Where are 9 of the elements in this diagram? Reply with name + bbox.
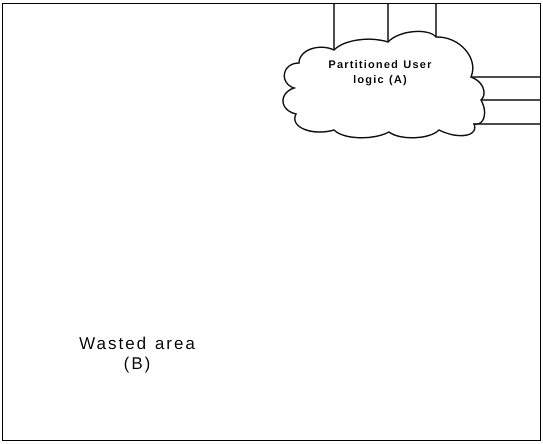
- connector-line: [474, 123, 541, 125]
- connector-line: [481, 99, 541, 101]
- area-box: [2, 3, 541, 441]
- connector-line: [435, 3, 437, 37]
- connector-line: [333, 3, 335, 50]
- cloud-label: Partitioned User logic (A): [327, 58, 434, 88]
- area-label: Wasted area (B): [78, 334, 198, 374]
- connector-line: [471, 76, 541, 78]
- connector-line: [387, 3, 389, 42]
